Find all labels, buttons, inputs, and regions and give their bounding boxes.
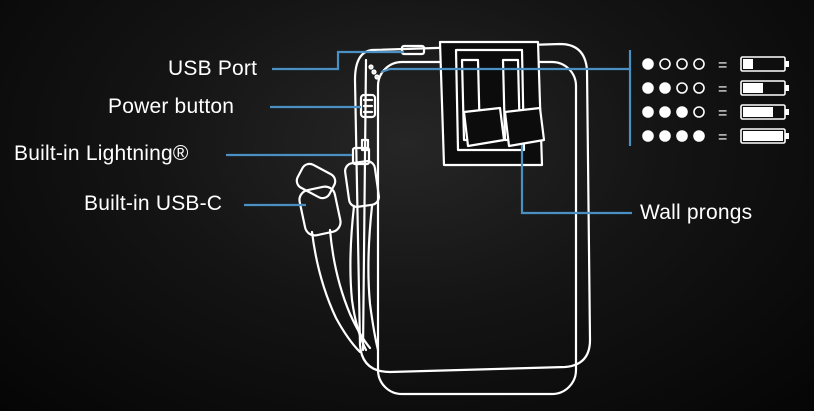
callout-wall-prongs bbox=[520, 145, 632, 215]
callout-usb-port bbox=[272, 50, 404, 71]
led-legend-row: = bbox=[642, 128, 789, 146]
battery-fill bbox=[743, 131, 783, 141]
usb-port-slot bbox=[400, 44, 426, 56]
led-legend: = = = = bbox=[642, 56, 789, 146]
battery-tip bbox=[785, 61, 789, 67]
label-usb-port: USB Port bbox=[168, 57, 258, 80]
label-usbc: Built-in USB-C bbox=[84, 192, 223, 215]
led-dot-icon bbox=[676, 130, 688, 142]
wall-prongs-icon bbox=[438, 40, 546, 167]
led-dot-icon bbox=[676, 58, 688, 70]
battery-tip bbox=[785, 133, 789, 139]
label-wall-prongs: Wall prongs bbox=[640, 201, 753, 224]
battery-tip bbox=[785, 85, 789, 91]
led-dot-icon bbox=[642, 106, 654, 118]
led-dot-icon bbox=[676, 82, 688, 94]
led-dot-icon bbox=[659, 106, 671, 118]
equals-sign: = bbox=[718, 81, 727, 98]
led-dot-icon bbox=[693, 106, 705, 118]
led-legend-row: = bbox=[642, 56, 789, 74]
battery-fill bbox=[743, 107, 773, 117]
led-dot-icon bbox=[659, 82, 671, 94]
battery-fill bbox=[743, 83, 763, 93]
led-dot-icon bbox=[642, 130, 654, 142]
led-dot-icon bbox=[659, 130, 671, 142]
battery-tip bbox=[785, 109, 789, 115]
equals-sign: = bbox=[718, 129, 727, 146]
battery-fill bbox=[743, 59, 753, 69]
led-dot-icon bbox=[642, 82, 654, 94]
led-dot-icon bbox=[693, 130, 705, 142]
led-dot-icon bbox=[693, 82, 705, 94]
led-legend-row: = bbox=[642, 104, 789, 122]
device-side-shell bbox=[353, 42, 592, 374]
equals-sign: = bbox=[718, 105, 727, 122]
usbc-cable-icon bbox=[295, 162, 372, 354]
label-lightning: Built-in Lightning® bbox=[14, 142, 189, 165]
led-dot-icon bbox=[693, 58, 705, 70]
led-dot-icon bbox=[642, 58, 654, 70]
callout-led-indicators bbox=[380, 67, 630, 74]
led-dot-icon bbox=[676, 106, 688, 118]
equals-sign: = bbox=[718, 57, 727, 74]
led-dot-icon bbox=[659, 58, 671, 70]
lightning-cable-icon bbox=[344, 138, 380, 352]
label-power-button: Power button bbox=[108, 95, 235, 118]
led-legend-row: = bbox=[642, 80, 789, 98]
